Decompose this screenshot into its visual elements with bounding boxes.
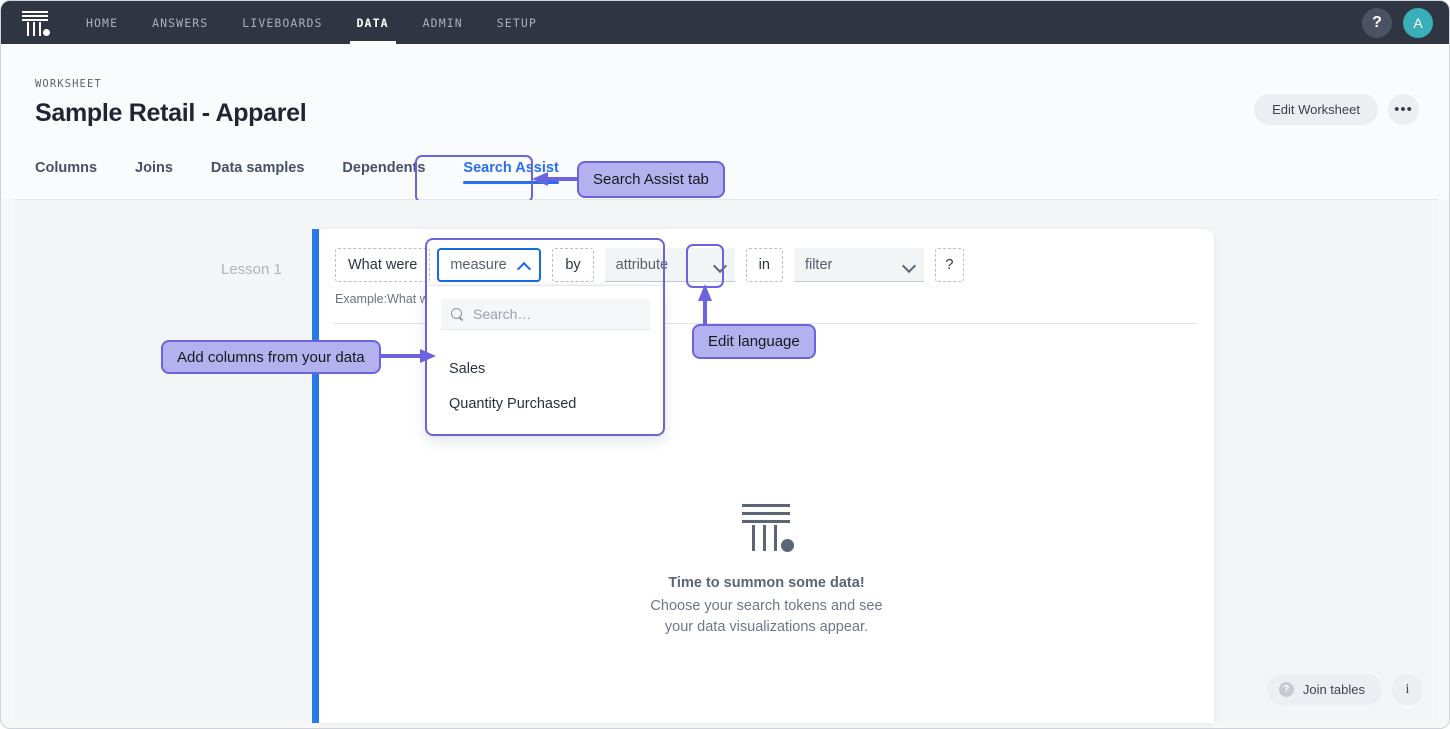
edit-language-callout: Edit language — [692, 324, 816, 359]
app-logo[interactable] — [1, 1, 69, 44]
nav-item-setup[interactable]: SETUP — [496, 15, 537, 30]
add-columns-arrow — [376, 349, 436, 363]
bottom-right-actions: ? Join tables i — [1266, 674, 1423, 705]
nav-item-home[interactable]: HOME — [86, 15, 119, 30]
dropdown-option-sales[interactable]: Sales — [449, 361, 486, 377]
search-assist-tab-highlight — [415, 155, 533, 203]
search-icon — [451, 307, 464, 321]
page-header: WORKSHEET Sample Retail - Apparel Edit W… — [1, 44, 1449, 199]
token-measure-label: measure — [450, 257, 507, 273]
edit-worksheet-button[interactable]: Edit Worksheet — [1254, 94, 1378, 125]
tabs-divider — [15, 199, 1437, 200]
thoughtspot-logo-icon — [740, 501, 794, 553]
breadcrumb-worksheet-label: WORKSHEET — [35, 78, 102, 90]
tab-columns[interactable]: Columns — [35, 160, 98, 176]
tab-joins[interactable]: Joins — [135, 160, 173, 176]
token-attribute-label: attribute — [615, 256, 669, 273]
worksheet-tabs: Columns Joins Data samples Dependents Se… — [35, 160, 597, 190]
tab-search-assist[interactable]: Search Assist — [463, 160, 560, 190]
dropdown-search-input[interactable]: Search… — [441, 299, 650, 330]
search-assist-card: What were measure by attribute in filter… — [319, 229, 1214, 723]
token-attribute-select[interactable]: attribute — [604, 248, 735, 282]
search-token-row: What were measure by attribute in filter… — [335, 248, 964, 282]
nav-item-admin[interactable]: ADMIN — [422, 15, 463, 30]
chevron-up-icon — [519, 260, 530, 271]
search-assist-tab-arrow — [532, 172, 582, 186]
empty-state-line-1: Choose your search tokens and see — [650, 598, 883, 614]
measure-dropdown-panel: Search… Sales Quantity Purchased — [426, 285, 664, 437]
empty-state-line-2: your data visualizations appear. — [664, 619, 869, 635]
add-columns-callout: Add columns from your data — [161, 340, 381, 374]
nav-item-answers[interactable]: ANSWERS — [152, 15, 209, 30]
tab-dependents[interactable]: Dependents — [342, 160, 426, 176]
card-divider — [334, 323, 1197, 324]
empty-state: Time to summon some data! Choose your se… — [319, 501, 1214, 638]
token-by[interactable]: by — [552, 248, 594, 282]
chevron-down-icon — [904, 259, 915, 270]
lesson-progress-rail — [312, 229, 319, 723]
join-tables-label: Join tables — [1302, 682, 1365, 697]
header-actions: Edit Worksheet ••• — [1254, 94, 1419, 125]
chevron-down-icon — [715, 259, 726, 270]
more-options-icon[interactable]: ••• — [1388, 94, 1419, 125]
dropdown-option-quantity-purchased[interactable]: Quantity Purchased — [449, 396, 577, 412]
nav-item-liveboards[interactable]: LIVEBOARDS — [242, 15, 323, 30]
token-filter-label: filter — [804, 256, 833, 273]
nav-right-actions: ? A — [1362, 1, 1433, 44]
example-text: Example:What we — [335, 292, 436, 306]
nav-items: HOME ANSWERS LIVEBOARDS DATA ADMIN SETUP — [69, 1, 554, 44]
lesson-label: Lesson 1 — [221, 261, 282, 278]
avatar[interactable]: A — [1403, 7, 1433, 38]
help-icon: ? — [1278, 682, 1294, 697]
token-in[interactable]: in — [745, 248, 783, 282]
dropdown-search-placeholder: Search… — [473, 306, 532, 322]
join-tables-button[interactable]: ? Join tables — [1266, 674, 1382, 705]
top-navigation-bar: HOME ANSWERS LIVEBOARDS DATA ADMIN SETUP… — [1, 1, 1449, 44]
token-measure-select[interactable]: measure — [437, 248, 542, 282]
empty-state-title: Time to summon some data! — [668, 575, 865, 591]
token-question-mark[interactable]: ? — [934, 248, 964, 282]
info-icon[interactable]: i — [1392, 674, 1423, 705]
search-assist-tab-callout: Search Assist tab — [577, 161, 725, 198]
token-what-were[interactable]: What were — [335, 248, 431, 282]
page-title: Sample Retail - Apparel — [35, 99, 307, 127]
token-filter-select[interactable]: filter — [793, 248, 924, 282]
help-icon[interactable]: ? — [1362, 7, 1392, 38]
nav-item-data[interactable]: DATA — [340, 1, 406, 44]
tab-data-samples[interactable]: Data samples — [210, 160, 305, 176]
thoughtspot-logo-icon — [20, 9, 50, 37]
